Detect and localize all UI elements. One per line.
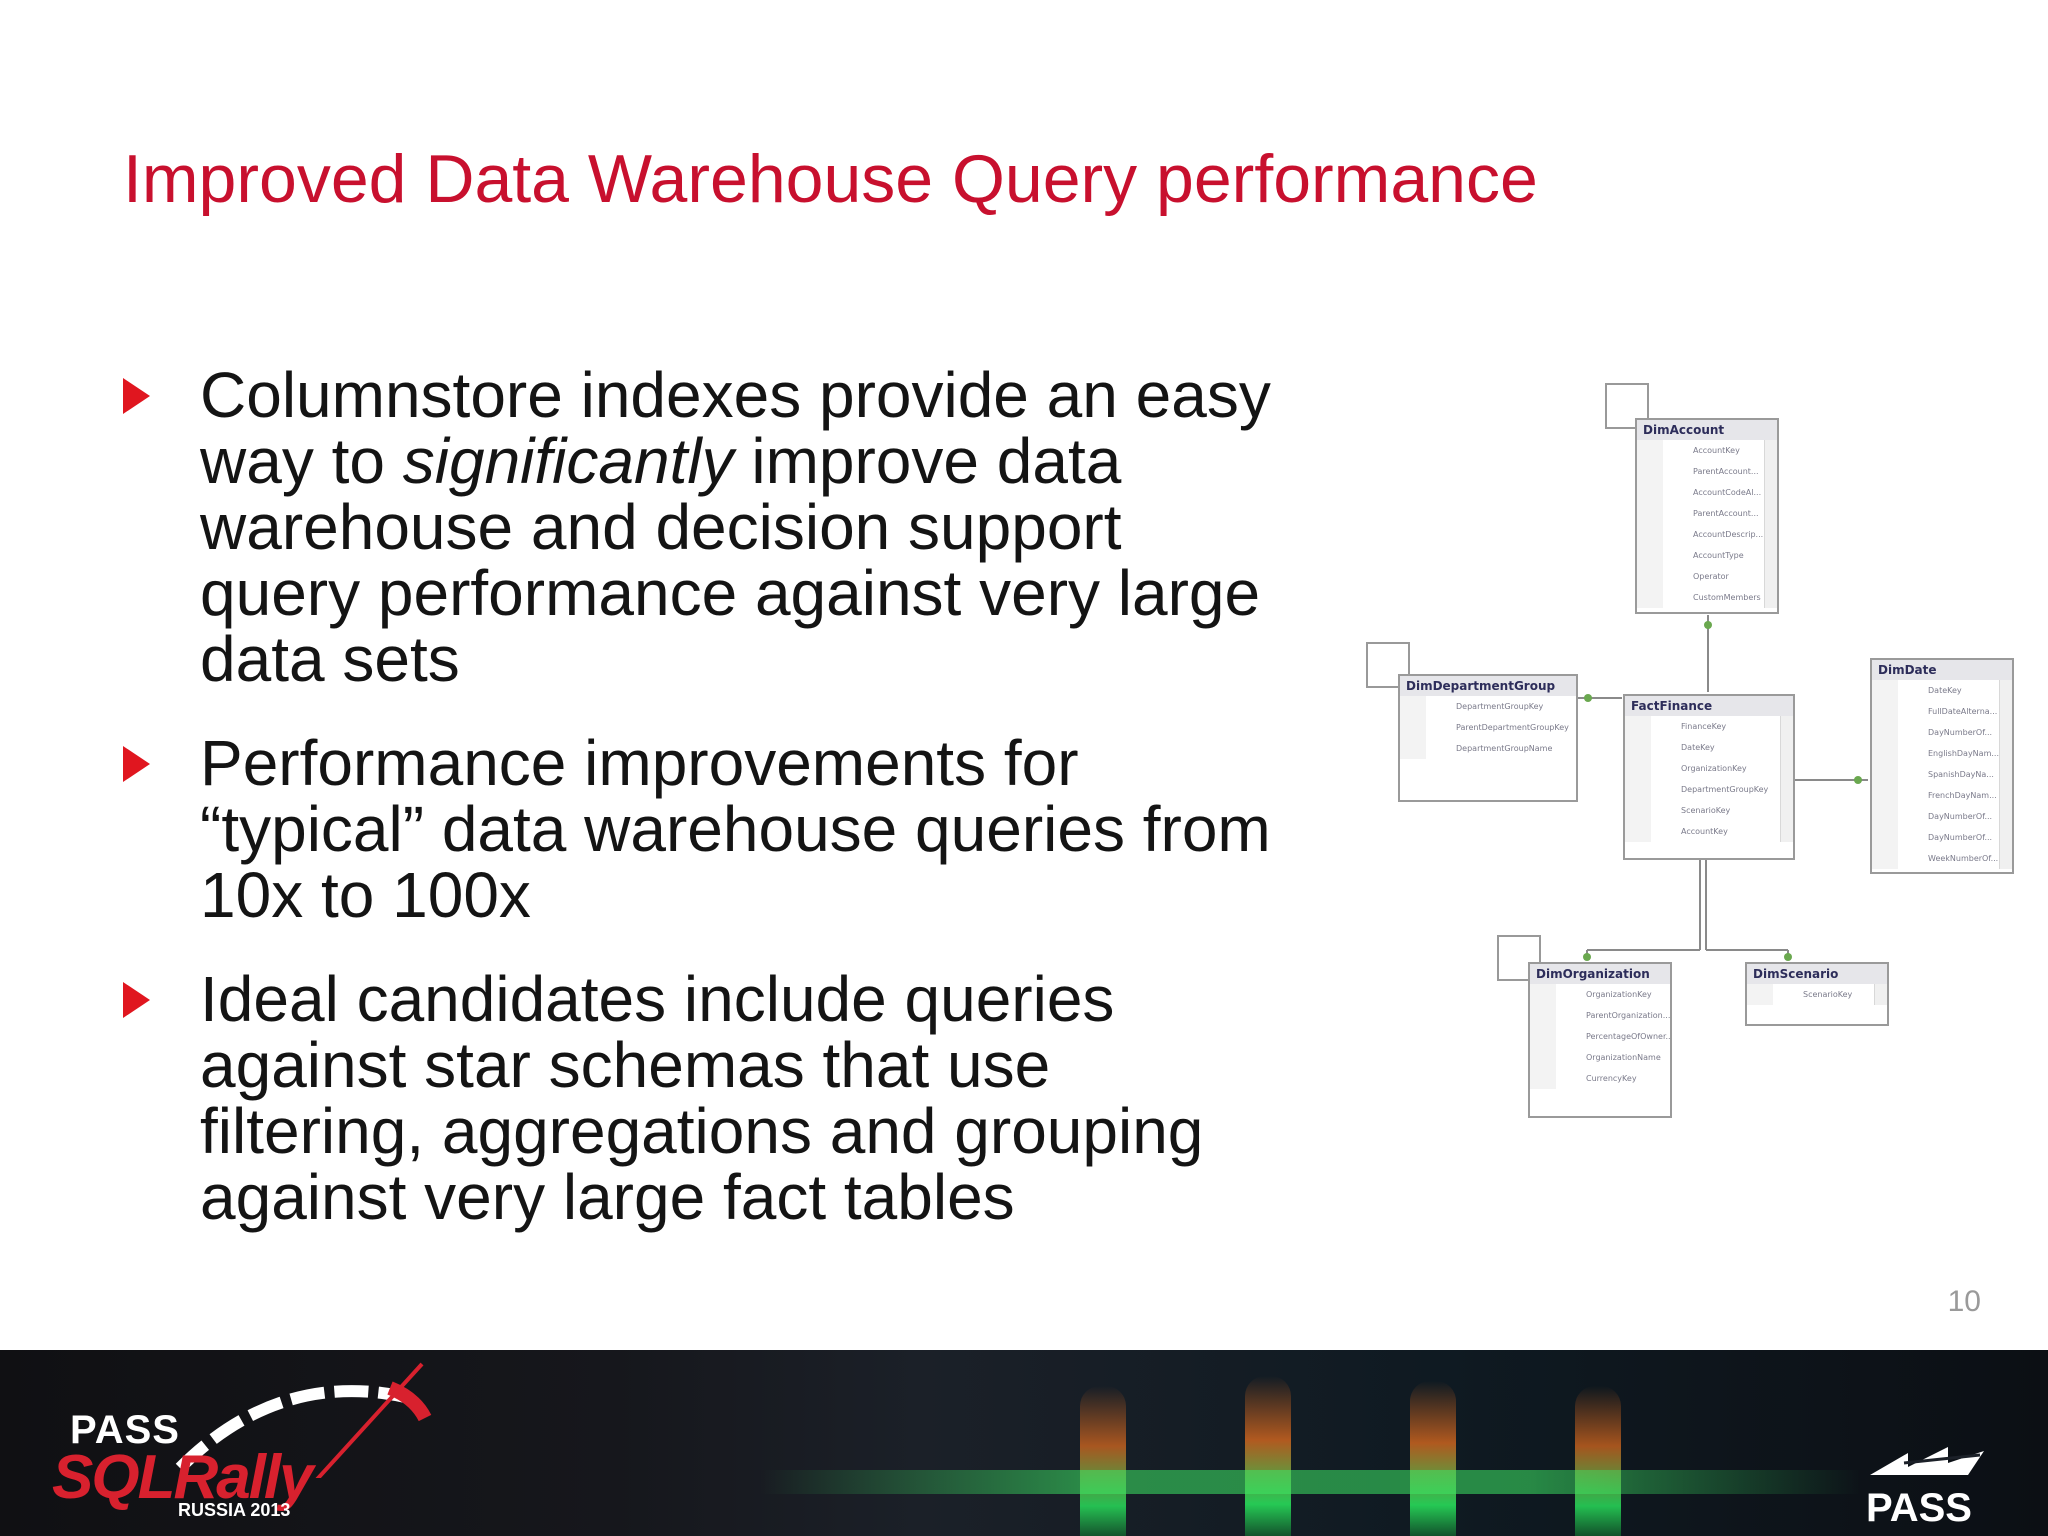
pass-logo-text: PASS — [1866, 1486, 1972, 1530]
column-row: WeekNumberOf... — [1872, 848, 2012, 869]
table-title: DimAccount — [1637, 420, 1777, 440]
column-row: ScenarioKey — [1747, 984, 1887, 1005]
table-columns: ScenarioKey — [1747, 984, 1887, 1005]
scrollbar[interactable] — [1874, 984, 1887, 1005]
self-relation-loop — [1497, 935, 1541, 981]
column-row: DateKey — [1872, 680, 2012, 701]
column-row: OrganizationName — [1530, 1047, 1670, 1068]
column-row: DateKey — [1625, 737, 1793, 758]
column-row: DayNumberOf... — [1872, 827, 2012, 848]
column-row: ScenarioKey — [1625, 800, 1793, 821]
column-row: EnglishDayNam... — [1872, 743, 2012, 764]
scrollbar[interactable] — [1999, 680, 2012, 869]
column-row: AccountDescrip... — [1637, 524, 1777, 545]
column-row: FrenchDayNam... — [1872, 785, 2012, 806]
column-row: CustomMembers — [1637, 587, 1777, 608]
column-row: DepartmentGroupKey — [1625, 779, 1793, 800]
bullet-text: Ideal candidates include queries against… — [200, 966, 1283, 1230]
table-columns: FinanceKey DateKey OrganizationKey Depar… — [1625, 716, 1793, 842]
table-dimaccount[interactable]: DimAccount AccountKey ParentAccount... A… — [1635, 418, 1779, 614]
logo-pass-text: PASS — [70, 1408, 180, 1452]
bullet-text: Performance improvements for “typical” d… — [200, 730, 1283, 928]
scrollbar[interactable] — [1764, 440, 1777, 608]
bullet-item: Ideal candidates include queries against… — [123, 966, 1283, 1230]
pass-logo-icon — [1870, 1447, 1984, 1475]
column-row: DepartmentGroupName — [1400, 738, 1576, 759]
column-row: AccountType — [1637, 545, 1777, 566]
table-dimdate[interactable]: DimDate DateKey FullDateAlterna... DayNu… — [1870, 658, 2014, 874]
slide-title: Improved Data Warehouse Query performanc… — [123, 141, 1538, 217]
column-row: ParentDepartmentGroupKey — [1400, 717, 1576, 738]
bullet-text-part: Columnstore indexes provide an easy way … — [200, 359, 1271, 497]
column-row: OrganizationKey — [1530, 984, 1670, 1005]
logo-sqlrally-text: SQLRally — [52, 1443, 314, 1512]
column-row: Operator — [1637, 566, 1777, 587]
table-dimorganization[interactable]: DimOrganization OrganizationKey ParentOr… — [1528, 962, 1672, 1118]
speedometer-logo-icon — [175, 1362, 432, 1478]
table-columns: DepartmentGroupKey ParentDepartmentGroup… — [1400, 696, 1576, 759]
column-row: FullDateAlterna... — [1872, 701, 2012, 722]
bullet-text: Columnstore indexes provide an easy way … — [200, 362, 1283, 692]
column-row: DepartmentGroupKey — [1400, 696, 1576, 717]
column-row: CurrencyKey — [1530, 1068, 1670, 1089]
relationship-lines — [1576, 615, 1868, 961]
glow-decoration — [760, 1470, 1860, 1494]
table-columns: DateKey FullDateAlterna... DayNumberOf..… — [1872, 680, 2012, 869]
column-row: DayNumberOf... — [1872, 806, 2012, 827]
table-title: DimDepartmentGroup — [1400, 676, 1576, 696]
bullet-arrow-icon — [123, 746, 150, 782]
bullet-arrow-icon — [123, 982, 150, 1018]
fountain-decoration — [1410, 1381, 1456, 1536]
table-title: DimOrganization — [1530, 964, 1670, 984]
table-dimdepartmentgroup[interactable]: DimDepartmentGroup DepartmentGroupKey Pa… — [1398, 674, 1578, 802]
table-dimscenario[interactable]: DimScenario ScenarioKey — [1745, 962, 1889, 1026]
self-relation-loop — [1605, 383, 1649, 429]
table-title: DimDate — [1872, 660, 2012, 680]
column-row: ParentAccount... — [1637, 503, 1777, 524]
column-row: AccountKey — [1637, 440, 1777, 461]
column-row: PercentageOfOwner... — [1530, 1026, 1670, 1047]
column-row: AccountKey — [1625, 821, 1793, 842]
schema-diagram: DimAccount AccountKey ParentAccount... A… — [1360, 380, 2014, 1160]
fountain-decoration — [1080, 1386, 1126, 1536]
column-row: AccountCodeAl... — [1637, 482, 1777, 503]
scrollbar[interactable] — [1780, 716, 1793, 842]
bullet-text-part: Ideal candidates include queries against… — [200, 963, 1204, 1233]
self-relation-loop — [1366, 642, 1410, 688]
footer-banner: PASS SQLRally RUSSIA 2013 PASS — [0, 1350, 2048, 1536]
column-row: ParentOrganization... — [1530, 1005, 1670, 1026]
bullet-text-part: improve data warehouse and decision supp… — [200, 425, 1261, 695]
table-columns: OrganizationKey ParentOrganization... Pe… — [1530, 984, 1670, 1089]
slide: Improved Data Warehouse Query performanc… — [123, 141, 2014, 1318]
column-row: FinanceKey — [1625, 716, 1793, 737]
table-factfinance[interactable]: FactFinance FinanceKey DateKey Organizat… — [1623, 694, 1795, 860]
logo-event-text: RUSSIA 2013 — [178, 1500, 291, 1520]
table-title: DimScenario — [1747, 964, 1887, 984]
table-columns: AccountKey ParentAccount... AccountCodeA… — [1637, 440, 1777, 608]
fountain-decoration — [1245, 1376, 1291, 1536]
fountain-decoration — [1575, 1386, 1621, 1536]
bullet-text-part: Performance improvements for “typical” d… — [200, 727, 1271, 931]
page-number: 10 — [1947, 1285, 1981, 1318]
column-row: DayNumberOf... — [1872, 722, 2012, 743]
bullet-item: Columnstore indexes provide an easy way … — [123, 362, 1283, 692]
bullet-emphasis: significantly — [402, 425, 734, 497]
column-row: SpanishDayNa... — [1872, 764, 2012, 785]
bullet-list: Columnstore indexes provide an easy way … — [123, 362, 1283, 1268]
column-row: ParentAccount... — [1637, 461, 1777, 482]
table-title: FactFinance — [1625, 696, 1793, 716]
bullet-item: Performance improvements for “typical” d… — [123, 730, 1283, 928]
column-row: OrganizationKey — [1625, 758, 1793, 779]
bullet-arrow-icon — [123, 378, 150, 414]
